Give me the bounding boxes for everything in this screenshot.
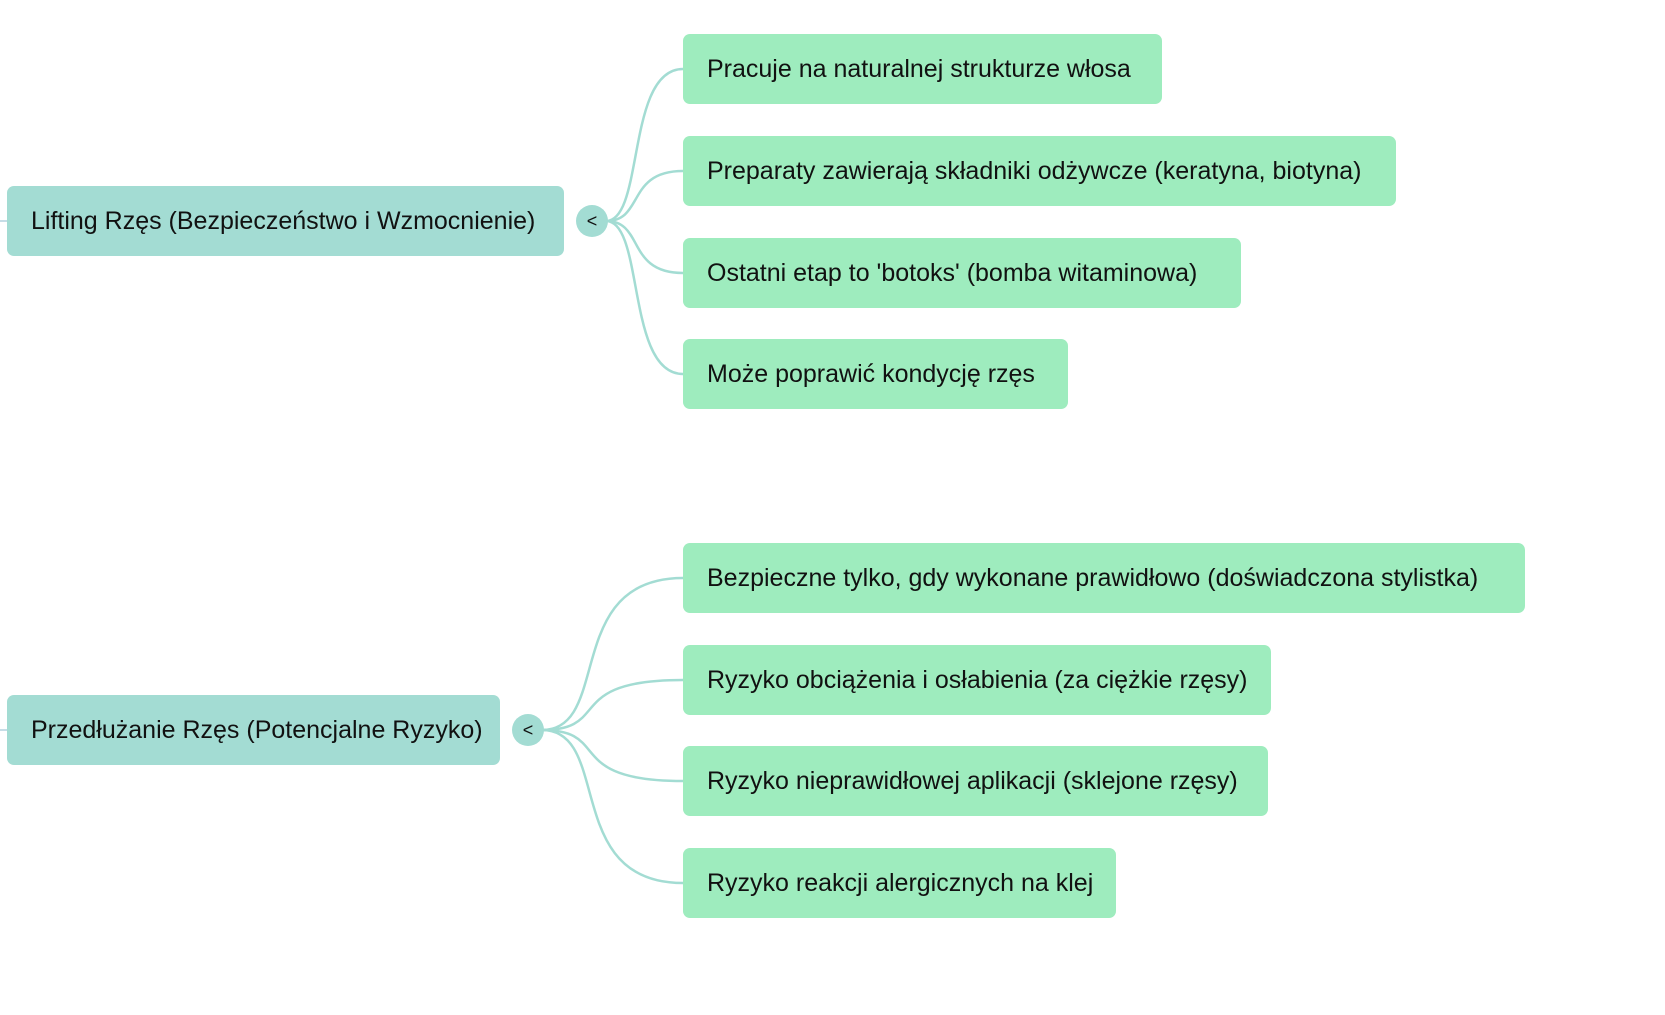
collapse-toggle-lifting[interactable]: <	[576, 205, 608, 237]
leaf-label: Bezpieczne tylko, gdy wykonane prawidłow…	[707, 563, 1479, 592]
chevron-left-icon: <	[522, 719, 534, 740]
connector-line	[541, 576, 684, 732]
connector-line	[541, 728, 684, 783]
leaf-node[interactable]: Ryzyko obciążenia i osłabienia (za ciężk…	[683, 645, 1271, 715]
chevron-left-icon: <	[586, 210, 598, 231]
leaf-label: Preparaty zawierają składniki odżywcze (…	[707, 156, 1362, 185]
leaf-node[interactable]: Może poprawić kondycję rzęs	[683, 339, 1068, 409]
leaf-label: Może poprawić kondycję rzęs	[707, 359, 1035, 388]
connector-line	[605, 219, 684, 376]
collapse-toggle-przedluzanie[interactable]: <	[512, 714, 544, 746]
leaf-node[interactable]: Ryzyko nieprawidłowej aplikacji (sklejon…	[683, 746, 1268, 816]
leaf-node[interactable]: Pracuje na naturalnej strukturze włosa	[683, 34, 1162, 104]
branch-label: Przedłużanie Rzęs (Potencjalne Ryzyko)	[31, 715, 483, 744]
leaf-label: Pracuje na naturalnej strukturze włosa	[707, 54, 1131, 83]
branch-label: Lifting Rzęs (Bezpieczeństwo i Wzmocnien…	[31, 206, 536, 235]
leaf-label: Ryzyko obciążenia i osłabienia (za ciężk…	[707, 665, 1248, 694]
leaf-node[interactable]: Ostatni etap to 'botoks' (bomba witamino…	[683, 238, 1241, 308]
connector-line	[605, 169, 684, 223]
leaf-label: Ryzyko nieprawidłowej aplikacji (sklejon…	[707, 766, 1238, 795]
connector-line	[605, 219, 684, 275]
connector-line	[541, 678, 684, 732]
branch-node-lifting[interactable]: Lifting Rzęs (Bezpieczeństwo i Wzmocnien…	[7, 186, 564, 256]
branch-node-przedluzanie[interactable]: Przedłużanie Rzęs (Potencjalne Ryzyko)	[7, 695, 500, 765]
connector-line	[541, 728, 684, 885]
leaf-label: Ryzyko reakcji alergicznych na klej	[707, 868, 1094, 897]
leaf-node[interactable]: Bezpieczne tylko, gdy wykonane prawidłow…	[683, 543, 1525, 613]
connector-line	[605, 67, 684, 223]
leaf-node[interactable]: Preparaty zawierają składniki odżywcze (…	[683, 136, 1396, 206]
leaf-node[interactable]: Ryzyko reakcji alergicznych na klej	[683, 848, 1116, 918]
leaf-label: Ostatni etap to 'botoks' (bomba witamino…	[707, 258, 1198, 287]
